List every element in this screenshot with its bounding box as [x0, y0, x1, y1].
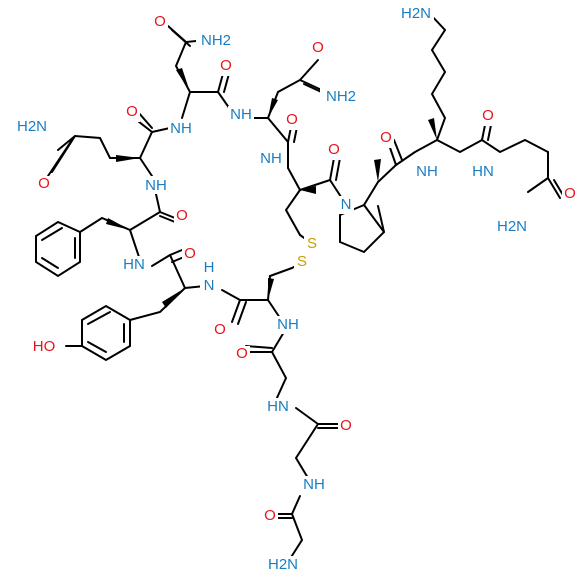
asn1-carbonyl-oxygen-label: O: [220, 57, 232, 74]
stereo-wedges: [106, 68, 437, 308]
cys1-nh-label: NH: [260, 150, 282, 167]
pro-nitrogen-label: N: [341, 196, 352, 213]
gln-nh-label: NH: [145, 177, 167, 194]
tyr-hydroxyl-label: HO: [33, 338, 56, 355]
asn2-wedge: [268, 98, 278, 118]
asn1-nh-label: NH: [170, 120, 192, 137]
asn2-amide-label: NH2: [326, 88, 356, 105]
tyr-carbonyl-oxygen-label: O: [184, 245, 196, 262]
asn1-wedge: [176, 68, 190, 92]
gly2-nh-label: NH: [303, 476, 325, 493]
lys-nh-label: NH: [416, 163, 438, 180]
tyr-wedge: [162, 288, 185, 308]
asn2-nh-label: NH: [230, 106, 252, 123]
gly3-amine-label: H2N: [268, 556, 298, 573]
gln-wedge: [116, 155, 140, 162]
asn2-side-oxygen-label: O: [312, 39, 324, 56]
gln-carbonyl-oxygen-label: O: [126, 103, 138, 120]
lys-carbonyl-oxygen-label: O: [482, 107, 494, 124]
cys2-wedge: [268, 278, 274, 300]
gly1-nh-label: HN: [267, 398, 289, 415]
cys2-nh-label: NH: [277, 316, 299, 333]
atom-labels: H2N NH2 O O O NH2 O H2N O O NH NH NH O O: [10, 4, 578, 574]
asn2-carbonyl-oxygen-label: O: [286, 111, 298, 128]
asn1-side-oxygen-label: O: [154, 13, 166, 30]
pro-carbonyl-oxygen-label: O: [380, 129, 392, 146]
gly-end-amide-label: H2N: [497, 218, 527, 235]
phe-wedge: [106, 218, 130, 230]
gly-end-nh-label: HN: [472, 163, 494, 180]
cys2-carbonyl-oxygen-label: O: [214, 321, 226, 338]
lys-amine-label: H2N: [401, 5, 431, 22]
gly-end-oxygen-label: O: [564, 185, 576, 202]
lys-wedge: [428, 118, 437, 140]
sulfur-2-label: S: [297, 253, 307, 270]
pro-wedge: [374, 159, 381, 182]
gly3-carbonyl-oxygen-label: O: [264, 507, 276, 524]
phe-carbonyl-oxygen-label: O: [176, 207, 188, 224]
gln-side-oxygen-label: O: [38, 175, 50, 192]
gln-amide-label: H2N: [17, 118, 47, 135]
gly1-carbonyl-oxygen-label: O: [236, 345, 248, 362]
phe-nh-label: HN: [123, 256, 145, 273]
asn1-amide-label: NH2: [201, 32, 231, 49]
cys1-carbonyl-oxygen-label: O: [328, 141, 340, 158]
sulfur-1-label: S: [307, 235, 317, 252]
cys1-wedge: [300, 186, 316, 194]
gly2-carbonyl-oxygen-label: O: [340, 417, 352, 434]
